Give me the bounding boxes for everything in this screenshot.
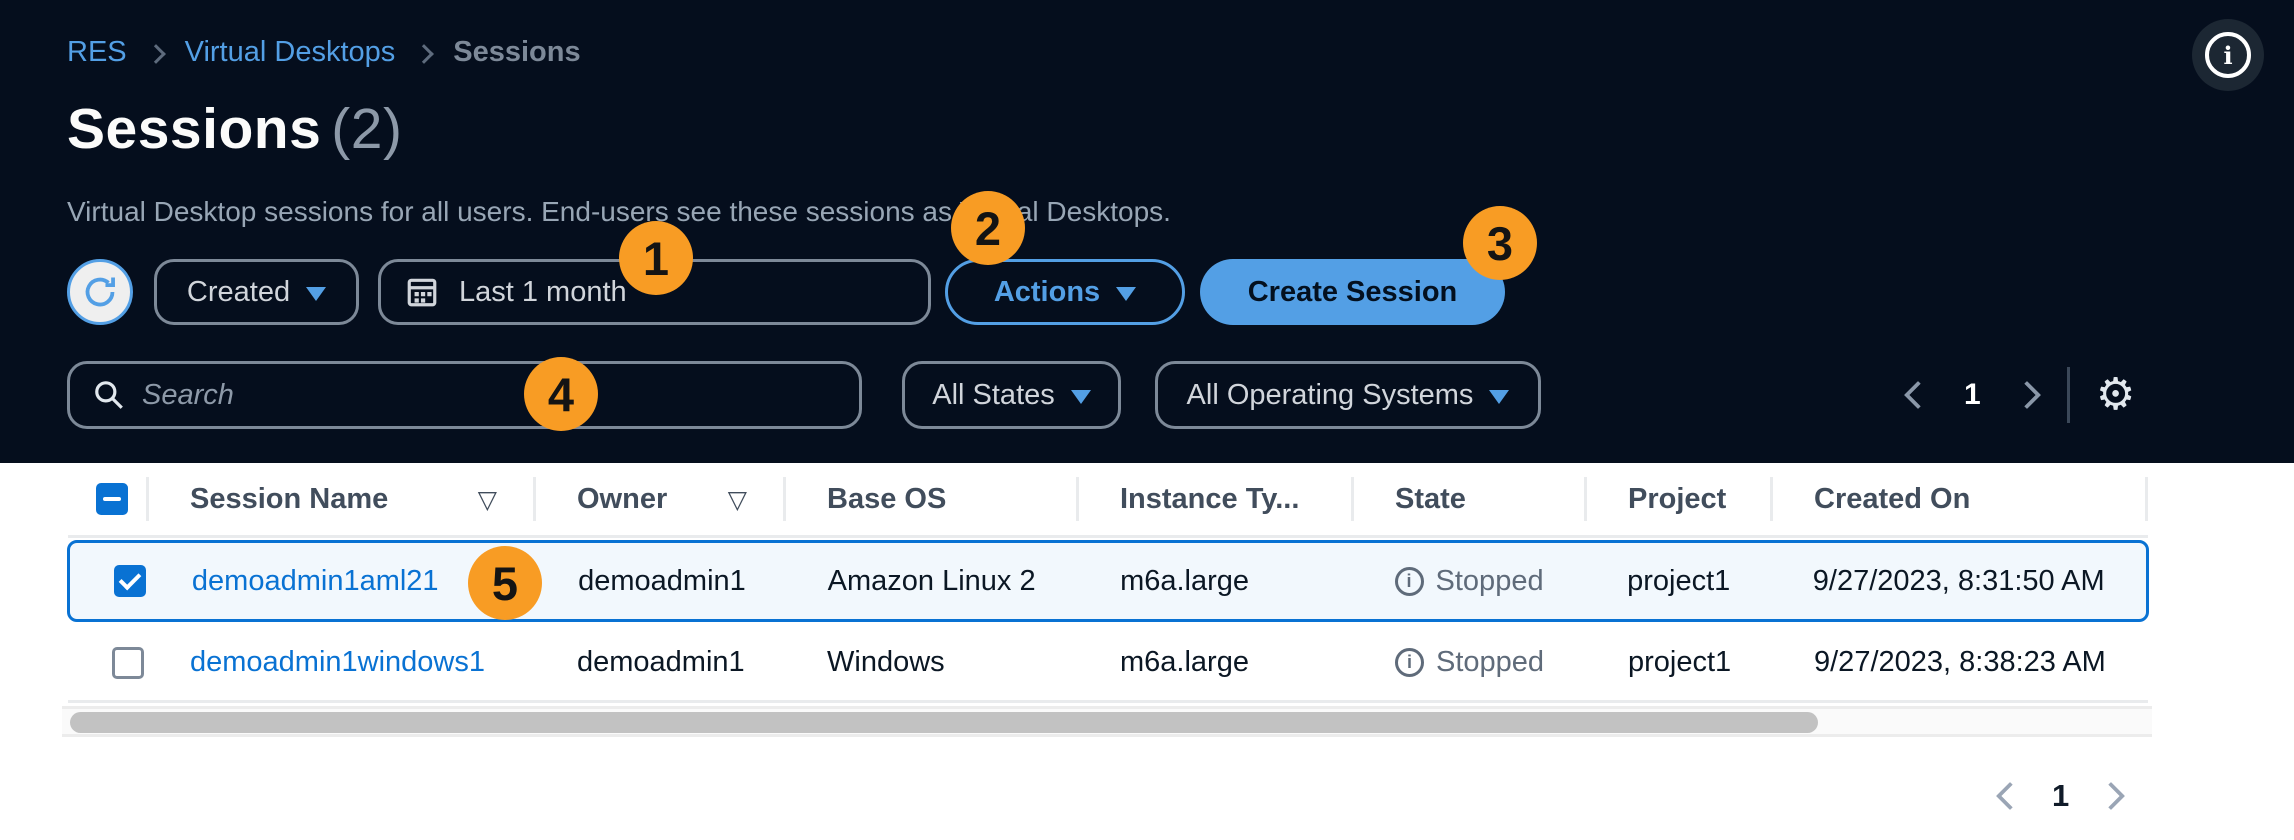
breadcrumb-separator-icon <box>145 43 166 64</box>
instance-type-cell: m6a.large <box>1120 646 1249 678</box>
column-header-project[interactable]: Project <box>1584 462 1770 537</box>
breadcrumb-separator-icon <box>414 43 435 64</box>
base-os-cell: Amazon Linux 2 <box>827 564 1036 597</box>
sort-field-dropdown[interactable]: Created <box>154 259 359 325</box>
calendar-icon <box>405 275 439 309</box>
bottom-pagination: 1 <box>1995 778 2126 814</box>
sort-field-label: Created <box>186 275 291 308</box>
select-all-cell <box>68 462 146 537</box>
horizontal-scrollbar[interactable] <box>62 706 2152 737</box>
refresh-icon <box>81 273 119 311</box>
column-label: Owner <box>577 482 668 515</box>
column-header-session-name[interactable]: Session Name ▽ <box>146 462 533 537</box>
dark-header-section: RES Virtual Desktops Sessions Sessions(2… <box>0 0 2294 463</box>
info-icon: i <box>2205 32 2251 78</box>
project-cell: project1 <box>1627 564 1731 597</box>
annotation-badge-5: 5 <box>468 546 542 620</box>
create-session-label: Create Session <box>1247 275 1458 308</box>
chevron-down-icon <box>306 287 327 301</box>
project-cell: project1 <box>1628 646 1732 678</box>
created-on-cell: 9/27/2023, 8:31:50 AM <box>1812 564 2105 597</box>
session-link[interactable]: demoadmin1aml21 <box>191 564 439 597</box>
table-row[interactable]: demoadmin1windows1 demoadmin1 Windows m6… <box>68 625 2148 703</box>
create-session-button[interactable]: Create Session <box>1200 259 1505 325</box>
state-cell: i Stopped <box>1351 646 1584 679</box>
row-checkbox-unchecked[interactable] <box>112 646 144 679</box>
state-cell: i Stopped <box>1351 565 1584 598</box>
owner-cell: demoadmin1 <box>577 646 745 678</box>
column-label: Base OS <box>827 482 947 515</box>
sort-icon[interactable]: ▽ <box>727 484 747 514</box>
row-select-cell <box>70 565 148 597</box>
annotation-badge-3: 3 <box>1463 206 1537 280</box>
status-info-icon: i <box>1394 566 1424 596</box>
toolbar-divider <box>2066 367 2070 423</box>
annotation-badge-2: 2 <box>951 191 1025 265</box>
refresh-button[interactable] <box>67 259 133 325</box>
column-header-instance-type[interactable]: Instance Ty... <box>1076 462 1351 537</box>
search-input[interactable] <box>140 377 744 413</box>
actions-label: Actions <box>993 275 1101 308</box>
session-count: (2) <box>331 97 403 161</box>
os-filter-label: All Operating Systems <box>1186 378 1474 411</box>
column-header-state[interactable]: State <box>1351 462 1584 537</box>
search-icon <box>92 378 126 412</box>
chevron-down-icon <box>1489 390 1510 404</box>
session-link[interactable]: demoadmin1windows1 <box>190 646 485 678</box>
table-header-row: Session Name ▽ Owner ▽ Base OS Instance … <box>68 463 2148 538</box>
breadcrumb: RES Virtual Desktops Sessions <box>67 36 581 69</box>
sort-icon[interactable]: ▽ <box>477 484 497 514</box>
owner-cell: demoadmin1 <box>578 564 746 597</box>
annotation-badge-4: 4 <box>524 357 598 431</box>
state-label: Stopped <box>1436 646 1545 678</box>
column-header-created-on[interactable]: Created On <box>1770 462 2148 537</box>
states-filter-label: All States <box>932 378 1055 411</box>
previous-page-icon[interactable] <box>1903 380 1933 410</box>
column-header-base-os[interactable]: Base OS <box>783 462 1076 537</box>
chevron-down-icon <box>1116 287 1137 301</box>
status-info-icon: i <box>1395 648 1424 677</box>
session-name-cell: demoadmin1aml21 <box>148 565 534 598</box>
breadcrumb-virtual-desktops[interactable]: Virtual Desktops <box>184 36 396 68</box>
annotation-badge-1: 1 <box>619 221 693 295</box>
check-icon <box>118 567 142 590</box>
breadcrumb-sessions: Sessions <box>453 36 581 68</box>
actions-button[interactable]: Actions <box>945 259 1185 325</box>
column-label: Instance Ty... <box>1120 482 1300 515</box>
column-label: State <box>1395 482 1466 515</box>
column-label: Session Name <box>190 482 389 515</box>
session-name-cell: demoadmin1windows1 <box>146 646 533 679</box>
base-os-cell: Windows <box>827 646 945 678</box>
sessions-table: Session Name ▽ Owner ▽ Base OS Instance … <box>0 463 2294 840</box>
next-page-icon[interactable] <box>2012 380 2041 410</box>
current-page-number[interactable]: 1 <box>1964 378 1981 411</box>
search-field[interactable] <box>67 361 862 429</box>
column-label: Created On <box>1814 482 1971 515</box>
help-panel-button[interactable]: i <box>2192 19 2264 91</box>
page-title: Sessions(2) <box>67 96 402 162</box>
os-filter-dropdown[interactable]: All Operating Systems <box>1155 361 1541 429</box>
column-label: Project <box>1628 482 1727 515</box>
indeterminate-icon <box>103 497 121 501</box>
current-page-number[interactable]: 1 <box>2052 778 2070 813</box>
date-range-value: Last 1 month <box>459 275 627 308</box>
row-checkbox-checked[interactable] <box>114 565 146 597</box>
scrollbar-thumb[interactable] <box>70 712 1818 733</box>
top-pagination: 1 ⚙ <box>1896 361 2135 429</box>
previous-page-icon[interactable] <box>1995 781 2025 811</box>
chevron-down-icon <box>1070 390 1091 404</box>
created-on-cell: 9/27/2023, 8:38:23 AM <box>1814 646 2106 678</box>
select-all-checkbox[interactable] <box>96 483 128 515</box>
next-page-icon[interactable] <box>2097 781 2126 811</box>
breadcrumb-res[interactable]: RES <box>67 36 127 68</box>
state-label: Stopped <box>1435 564 1544 597</box>
instance-type-cell: m6a.large <box>1120 564 1250 597</box>
column-header-owner[interactable]: Owner ▽ <box>533 462 783 537</box>
gear-icon[interactable]: ⚙ <box>2095 369 2136 420</box>
table-row[interactable]: demoadmin1aml21 demoadmin1 Amazon Linux … <box>67 540 2149 622</box>
row-select-cell <box>68 646 146 679</box>
states-filter-dropdown[interactable]: All States <box>902 361 1121 429</box>
page-title-text: Sessions <box>67 97 322 161</box>
